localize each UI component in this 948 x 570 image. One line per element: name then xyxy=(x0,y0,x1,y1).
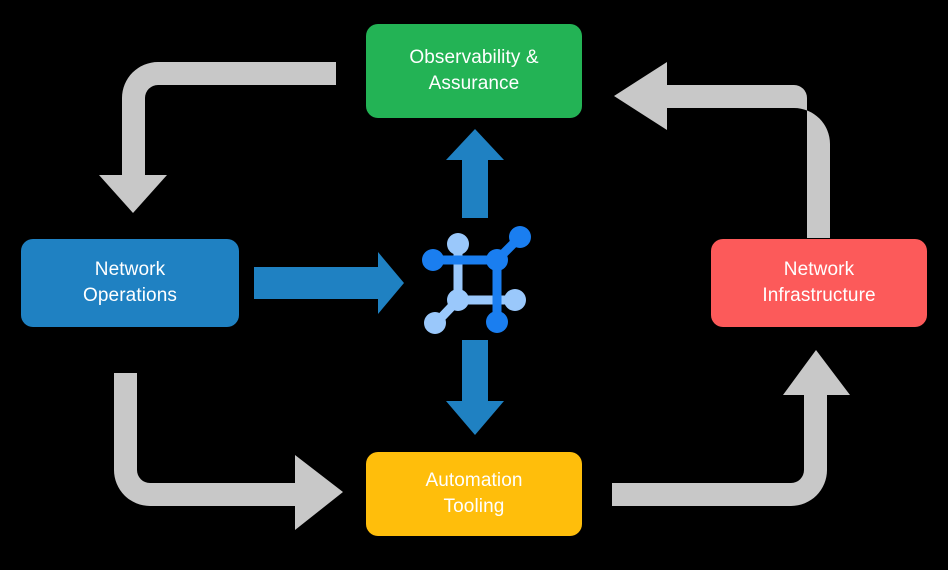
flow-arrow-ops-to-center xyxy=(254,252,404,314)
node-label-automation-tooling: Automation Tooling xyxy=(425,470,523,517)
node-label-network-infrastructure: Network Infrastructure xyxy=(762,259,876,306)
topology-dark-nodes xyxy=(422,226,531,333)
cycle-arrow-bottom-right xyxy=(612,350,850,506)
node-box-network-operations[interactable]: Network Operations xyxy=(21,239,239,327)
flow-arrow-center-to-observability xyxy=(446,129,504,218)
node-box-automation-tooling[interactable]: Automation Tooling xyxy=(366,452,582,536)
flow-arrow-center-to-automation xyxy=(446,340,504,435)
network-topology-icon xyxy=(422,226,531,334)
node-box-network-infrastructure[interactable]: Network Infrastructure xyxy=(711,239,927,327)
node-label-network-operations: Network Operations xyxy=(83,259,177,306)
cycle-arrow-top-right xyxy=(614,62,830,238)
topology-light-nodes xyxy=(424,233,526,334)
cycle-arrow-bottom-left xyxy=(114,373,343,530)
node-label-observability: Observability & Assurance xyxy=(409,47,539,94)
node-box-observability[interactable]: Observability & Assurance xyxy=(366,24,582,118)
cycle-arrow-top-left xyxy=(99,62,336,213)
